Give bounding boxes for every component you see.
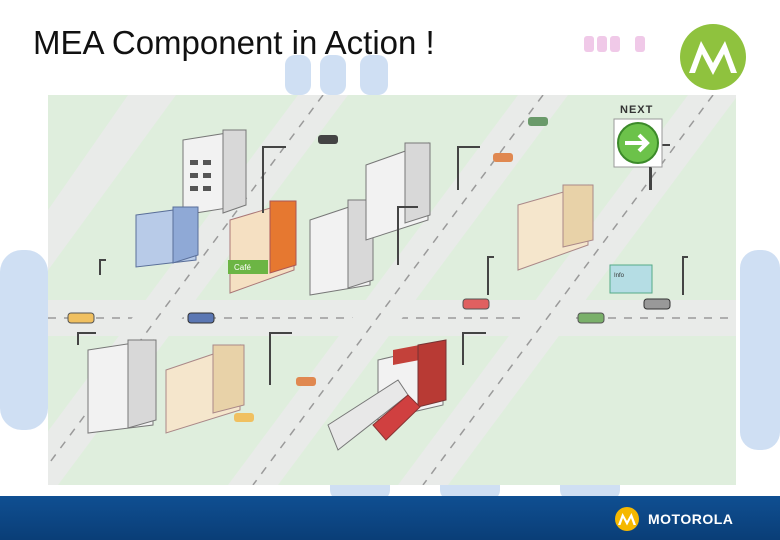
building: [365, 142, 431, 241]
city-scene-illustration: Café: [48, 95, 736, 485]
footer-motorola-icon: [615, 507, 639, 531]
car: [493, 153, 513, 162]
footer-bar: [0, 496, 780, 540]
building: [517, 184, 594, 271]
city-map: Café: [48, 95, 736, 485]
building: [87, 339, 157, 434]
bus-shelter: Info: [609, 264, 653, 294]
car: [67, 312, 95, 324]
slide-title: MEA Component in Action !: [33, 24, 435, 61]
car: [528, 117, 548, 126]
building: Café: [228, 200, 297, 294]
building: [135, 206, 199, 268]
motorola-logo-icon: [680, 24, 746, 90]
next-sign: NEXT: [613, 104, 663, 190]
building: [309, 199, 374, 296]
car: [318, 135, 338, 144]
truck: [327, 379, 421, 451]
cafe-sign: Café: [234, 263, 251, 272]
car: [577, 312, 605, 324]
kiosk-label: Info: [614, 273, 625, 279]
street-lamp: [77, 144, 688, 385]
car: [234, 413, 254, 422]
car: [296, 377, 316, 386]
building: [165, 344, 245, 434]
car: [643, 298, 671, 310]
footer-brand-label: MOTOROLA: [648, 511, 734, 527]
next-sign-label: NEXT: [620, 104, 653, 116]
building: [182, 129, 247, 216]
car: [187, 312, 215, 324]
car: [462, 298, 490, 310]
